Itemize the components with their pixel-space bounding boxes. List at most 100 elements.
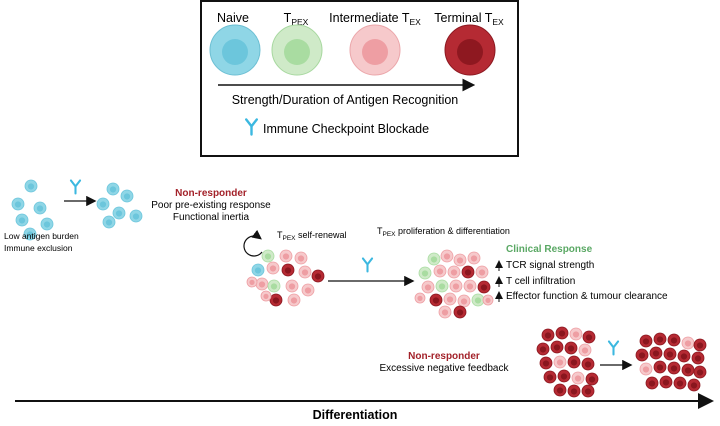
cell [553,383,567,397]
cell [294,251,308,265]
cell [649,346,663,360]
response-item-2: T cell infiltration [495,276,575,287]
scenario2-antibody-icon [361,257,374,273]
naive-cluster-right [96,182,143,229]
cell [687,378,701,392]
cell [693,338,707,352]
cell [585,372,599,386]
cell [112,206,126,220]
svg-text:TCR signal strength: TCR signal strength [506,260,594,271]
cell [24,179,38,193]
cell [475,265,489,279]
cell [681,363,695,377]
cell [102,215,116,229]
cell [461,265,475,279]
cell [681,336,695,350]
legend-intermediate-cell [349,24,401,76]
scenario1-line-2: Functional inertia [173,212,250,223]
cell [266,261,280,275]
cell [567,355,581,369]
cell [581,357,595,371]
cell [421,280,435,294]
cell [582,330,596,344]
cell [635,348,649,362]
cell [541,328,555,342]
cell [246,276,258,288]
terminal-cluster-before [536,326,599,398]
legend-tpex-cell [271,24,323,76]
cell [11,197,25,211]
cell [553,355,567,369]
legend-naive-label: Naive [217,11,249,25]
cell [269,293,283,307]
cell [555,326,569,340]
cell [15,213,29,227]
svg-text:T cell infiltration: T cell infiltration [506,276,575,287]
cell [667,361,681,375]
cell [311,269,325,283]
cell [653,332,667,346]
cell [567,384,581,398]
clinical-response-title: Clinical Response [506,244,593,255]
cell [298,265,312,279]
cell [251,263,265,277]
cell [691,351,705,365]
cell [443,292,457,306]
legend-terminal-label: Terminal TEX [434,11,504,27]
terminal-cluster-after [635,332,707,392]
cell [463,279,477,293]
cell [673,376,687,390]
cell [427,252,441,266]
cell [414,292,426,304]
differentiation-label: Differentiation [313,408,398,422]
cell [260,290,272,302]
naive-cluster-left [11,179,54,241]
cell [418,266,432,280]
cell [581,384,595,398]
response-item-3: Effector function & tumour clearance [495,291,668,302]
cell [557,369,571,383]
cell [471,293,485,307]
cell [285,279,299,293]
cell [564,341,578,355]
cell [653,360,667,374]
cell [569,327,583,341]
cell [659,375,673,389]
cell [96,197,110,211]
cell [301,283,315,297]
cell [106,182,120,196]
cell [453,305,467,319]
cell [477,280,491,294]
cell [438,305,452,319]
cell [23,227,37,241]
cell [663,347,677,361]
cell [129,209,143,223]
legend-terminal-cell [444,24,496,76]
legend-box: Naive TPEX Intermediate TEX Terminal TEX… [200,0,519,157]
scenario-3: Non-responder Excessive negative feedbac… [380,326,707,398]
response-item-1: TCR signal strength [495,260,594,271]
scenario1-caption-1: Low antigen burden [4,231,79,241]
cell [539,356,553,370]
cell [281,263,295,277]
cell [467,251,481,265]
cell [447,265,461,279]
cell [578,343,592,357]
self-renewal-loop-icon [243,229,263,257]
svg-text:Effector function & tumour cle: Effector function & tumour clearance [506,291,668,302]
cell [120,189,134,203]
cell [645,376,659,390]
proliferation-label: TPEX proliferation & differentiation [377,226,510,238]
scenario1-antibody-icon [69,179,82,195]
legend-naive-cell [209,24,261,76]
cell [449,279,463,293]
cell [536,342,550,356]
cell [667,333,681,347]
cell [279,249,293,263]
cell [482,294,494,306]
legend-icb-label: Immune Checkpoint Blockade [263,122,429,136]
cell [33,201,47,215]
cell [457,294,471,308]
cell [440,249,454,263]
